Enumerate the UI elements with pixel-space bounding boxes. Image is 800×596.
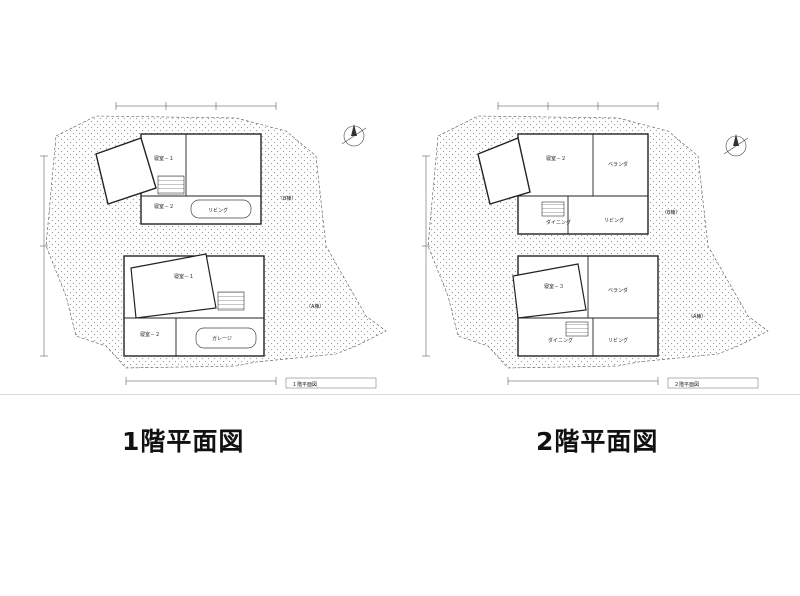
floor1-drawing: 寝室－１ 寝室－２ リビング （B棟） 寝室－１ 寝室－２ ガレージ （A棟） … <box>40 102 387 389</box>
room-label: 寝室－３ <box>544 283 564 290</box>
floor2-plan: 寝室－２ ベランダ ダイニング リビング （B棟） 寝室－３ ベランダ ダイニン… <box>418 96 770 396</box>
room-label: リビング <box>604 217 624 224</box>
room-label: ダイニング <box>546 219 571 226</box>
room-label: リビング <box>208 207 228 214</box>
room-label: 寝室－１ <box>174 273 194 280</box>
room-label: ベランダ <box>608 161 628 168</box>
room-label: リビング <box>608 337 628 344</box>
north-arrow-icon <box>723 134 749 157</box>
room-label: ベランダ <box>608 287 628 294</box>
room-label: ダイニング <box>548 337 573 344</box>
unit-tag: （B棟） <box>662 209 680 216</box>
caption-floor1: 1階平面図 <box>122 427 245 456</box>
room-label: 寝室－２ <box>140 331 160 338</box>
upper-unit: 寝室－２ ベランダ ダイニング リビング （B棟） <box>477 133 680 235</box>
title-block-text: ２階平面図 <box>674 381 699 388</box>
lower-unit: 寝室－１ 寝室－２ ガレージ （A棟） <box>123 253 324 357</box>
divider <box>0 394 800 395</box>
room-label: 寝室－２ <box>546 155 566 162</box>
room-label: ガレージ <box>212 335 232 342</box>
lower-unit: 寝室－３ ベランダ ダイニング リビング （A棟） <box>512 255 706 357</box>
upper-unit: 寝室－１ 寝室－２ リビング （B棟） <box>95 133 296 225</box>
dimension-lines <box>40 102 277 385</box>
unit-tag: （A棟） <box>688 313 706 320</box>
unit-tag: （A棟） <box>306 303 324 310</box>
caption-floor2: 2階平面図 <box>536 427 659 456</box>
unit-tag: （B棟） <box>278 195 296 202</box>
title-block <box>667 377 759 389</box>
room-label: 寝室－１ <box>154 155 174 162</box>
dimension-lines <box>422 102 659 385</box>
floor2-drawing: 寝室－２ ベランダ ダイニング リビング （B棟） 寝室－３ ベランダ ダイニン… <box>422 102 769 389</box>
title-block-text: １階平面図 <box>292 381 317 388</box>
north-arrow-icon <box>341 124 367 147</box>
room-label: 寝室－２ <box>154 203 174 210</box>
title-block <box>285 377 377 389</box>
floor1-plan: 寝室－１ 寝室－２ リビング （B棟） 寝室－１ 寝室－２ ガレージ （A棟） … <box>36 96 388 396</box>
